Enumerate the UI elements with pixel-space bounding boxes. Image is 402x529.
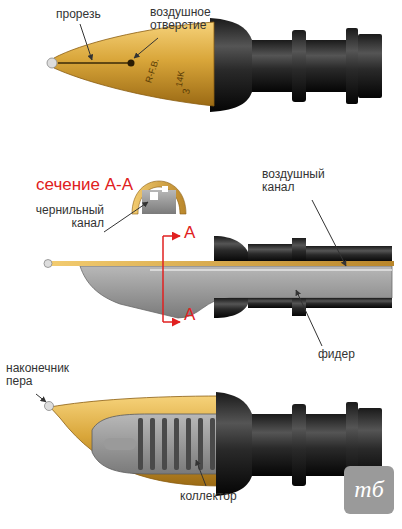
part-label: чернильный канал (8, 204, 104, 230)
part-label: фидер (318, 348, 378, 361)
part-label: воздушный канал (262, 168, 352, 194)
leader-lines (36, 24, 346, 486)
section-heading: сечение А-А (36, 176, 146, 195)
section-marker: A (184, 306, 204, 325)
part-label: воздушное отверстие (150, 6, 240, 32)
watermark-badge (344, 466, 394, 514)
section-inset (132, 181, 186, 214)
part-label: прорезь (56, 8, 126, 21)
middle-pen (44, 236, 394, 322)
part-label: наконечник пера (6, 362, 86, 388)
part-label: коллектор (180, 490, 260, 503)
section-marker: A (184, 224, 204, 243)
nib-engraving: 3 (179, 83, 193, 101)
bottom-pen (45, 392, 383, 496)
top-pen (47, 18, 382, 112)
watermark: тб (344, 476, 394, 502)
nib-engraving: R-F.B. (141, 46, 166, 97)
